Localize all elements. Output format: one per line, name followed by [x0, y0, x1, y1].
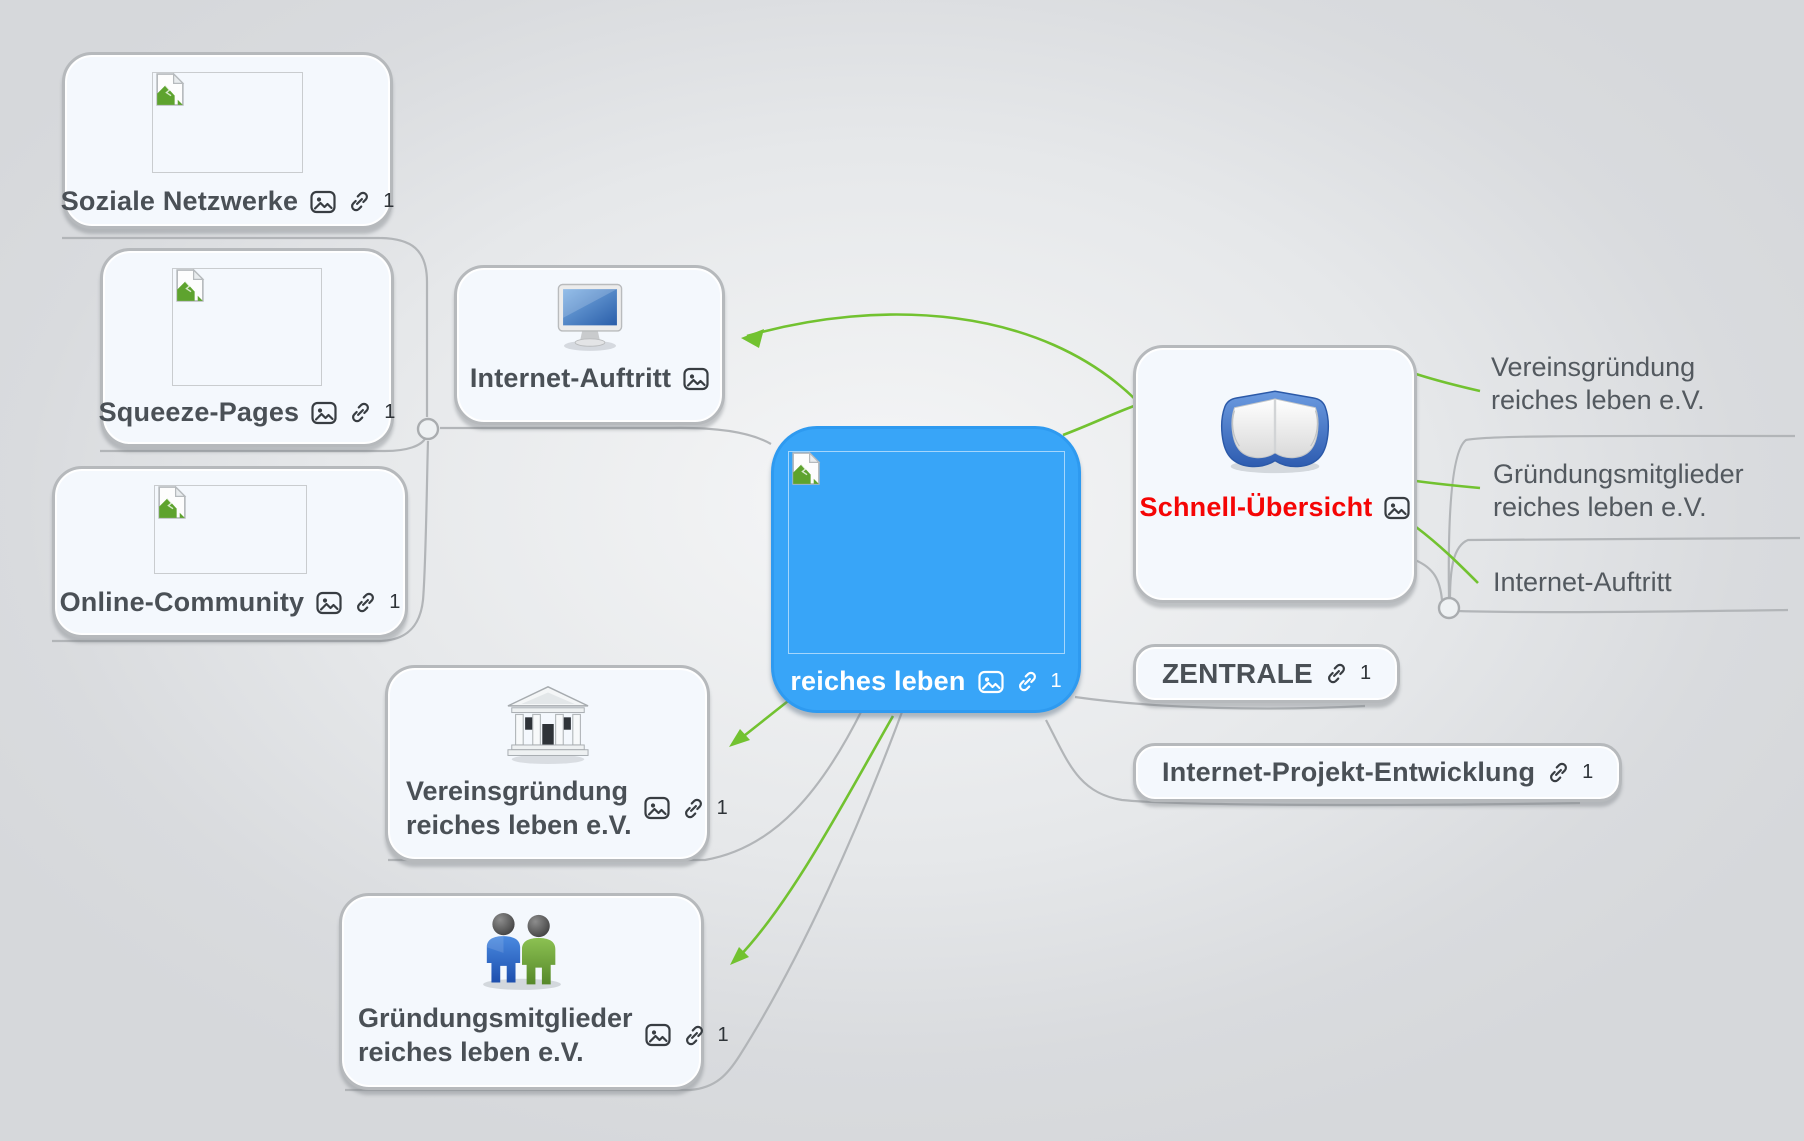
node-title: Internet-Auftritt [469, 363, 672, 393]
node-squeeze-pages[interactable]: Squeeze-Pages 1 [98, 248, 396, 447]
node-title: Online-Community [59, 587, 305, 617]
book-icon [1221, 390, 1329, 474]
node-schnell-uebersicht[interactable]: Schnell-Übersicht [1133, 345, 1417, 603]
link-count: 1 [383, 190, 395, 212]
node-title: ZENTRALE [1162, 657, 1313, 689]
link-icon[interactable] [682, 797, 705, 820]
link-count: 1 [389, 591, 401, 613]
subtopic-vereinsgruendung[interactable]: Vereinsgründung reiches leben e.V. [1491, 352, 1705, 415]
node-title: Squeeze-Pages [98, 397, 300, 427]
link-icon[interactable] [349, 401, 372, 424]
node-gruendungsmitglieder[interactable]: Gründungsmitglieder reiches leben e.V. 1 [339, 893, 729, 1090]
connector-circle-left[interactable] [416, 417, 440, 441]
link-count: 1 [384, 401, 396, 423]
link-count: 1 [716, 796, 728, 819]
image-icon[interactable] [644, 796, 670, 820]
link-icon[interactable] [354, 591, 377, 614]
people-icon [482, 913, 561, 990]
link-count: 1 [1359, 662, 1372, 684]
image-placeholder [172, 268, 322, 386]
subtopic-gruendungsmitglieder[interactable]: Gründungsmitglieder reiches leben e.V. [1493, 459, 1744, 522]
node-internet-projekt-entwicklung[interactable]: Internet-Projekt-Entwicklung 1 [1133, 743, 1623, 802]
subtopic-internet-auftritt[interactable]: Internet-Auftritt [1493, 567, 1672, 597]
node-title: reiches leben [790, 666, 966, 696]
link-count: 1 [717, 1023, 729, 1046]
connector-circle-right[interactable] [1437, 596, 1461, 620]
broken-image-icon [156, 72, 185, 106]
link-count: 1 [1582, 761, 1594, 783]
link-icon[interactable] [1547, 761, 1570, 784]
node-vereinsgruendung[interactable]: Vereinsgründung reiches leben e.V. 1 [385, 665, 728, 862]
image-icon[interactable] [977, 670, 1004, 694]
node-root-reiches-leben[interactable]: reiches leben 1 [771, 426, 1081, 713]
image-icon[interactable] [1384, 496, 1411, 520]
node-title: Soziale Netzwerke [60, 186, 299, 216]
node-title: Schnell-Übersicht [1139, 492, 1373, 522]
image-icon[interactable] [310, 190, 336, 214]
node-title: Vereinsgründung reiches leben e.V. [406, 776, 632, 840]
node-online-community[interactable]: Online-Community 1 [52, 466, 408, 638]
monitor-icon [557, 283, 622, 351]
green-arrowheads [729, 329, 764, 965]
link-icon[interactable] [348, 190, 371, 213]
image-placeholder [153, 485, 307, 574]
broken-image-icon [157, 485, 186, 519]
link-icon[interactable] [1325, 662, 1348, 685]
image-icon[interactable] [683, 367, 709, 391]
image-icon[interactable] [316, 591, 342, 615]
node-title: Gründungsmitglieder reiches leben e.V. [358, 1003, 633, 1067]
link-icon[interactable] [683, 1024, 706, 1047]
node-soziale-netzwerke[interactable]: Soziale Netzwerke 1 [60, 52, 395, 229]
broken-image-icon [176, 268, 205, 302]
broken-image-icon [791, 451, 820, 485]
building-icon [506, 686, 589, 765]
link-icon[interactable] [1016, 670, 1039, 693]
image-icon[interactable] [644, 1023, 671, 1047]
link-count: 1 [1050, 670, 1062, 692]
node-zentrale[interactable]: ZENTRALE 1 [1133, 644, 1401, 703]
image-placeholder [152, 72, 303, 173]
node-title: Internet-Projekt-Entwicklung [1162, 757, 1536, 787]
image-placeholder [787, 451, 1065, 654]
image-icon[interactable] [311, 401, 337, 425]
node-internet-auftritt[interactable]: Internet-Auftritt [454, 265, 725, 425]
